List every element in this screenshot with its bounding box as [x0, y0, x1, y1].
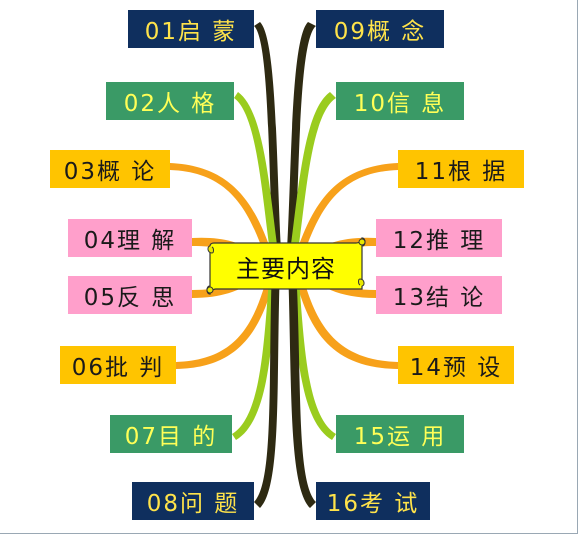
branch-01: [254, 22, 282, 266]
node-04-understanding: 04理 解: [68, 219, 192, 257]
branch-10: [288, 92, 336, 266]
branch-02: [234, 92, 280, 266]
scroll-shape: [206, 237, 366, 295]
node-02-personality: 02人 格: [106, 82, 234, 120]
node-10-information: 10信 息: [336, 82, 464, 120]
node-09-concept: 09概 念: [316, 10, 444, 48]
node-12-reasoning: 12推 理: [376, 219, 502, 257]
branch-09: [286, 22, 316, 266]
node-14-presupposition: 14预 设: [398, 346, 514, 384]
node-06-critique: 06批 判: [60, 346, 176, 384]
node-03-introduction: 03概 论: [50, 150, 170, 188]
branch-08: [254, 266, 280, 508]
branch-13: [298, 266, 376, 298]
node-15-application: 15运 用: [336, 415, 464, 453]
node-05-reflection: 05反 思: [68, 276, 192, 314]
center-label: 主要内容: [236, 254, 336, 283]
node-13-conclusion: 13结 论: [376, 276, 502, 314]
node-07-purpose: 07目 的: [110, 415, 232, 453]
node-16-exam: 16考 试: [316, 482, 430, 520]
branch-16: [288, 266, 316, 508]
center-node: 主要内容: [206, 237, 366, 295]
node-11-basis: 11根 据: [398, 150, 524, 188]
node-08-problem: 08问 题: [132, 482, 254, 520]
node-01-enlightenment: 01启 蒙: [128, 10, 254, 48]
